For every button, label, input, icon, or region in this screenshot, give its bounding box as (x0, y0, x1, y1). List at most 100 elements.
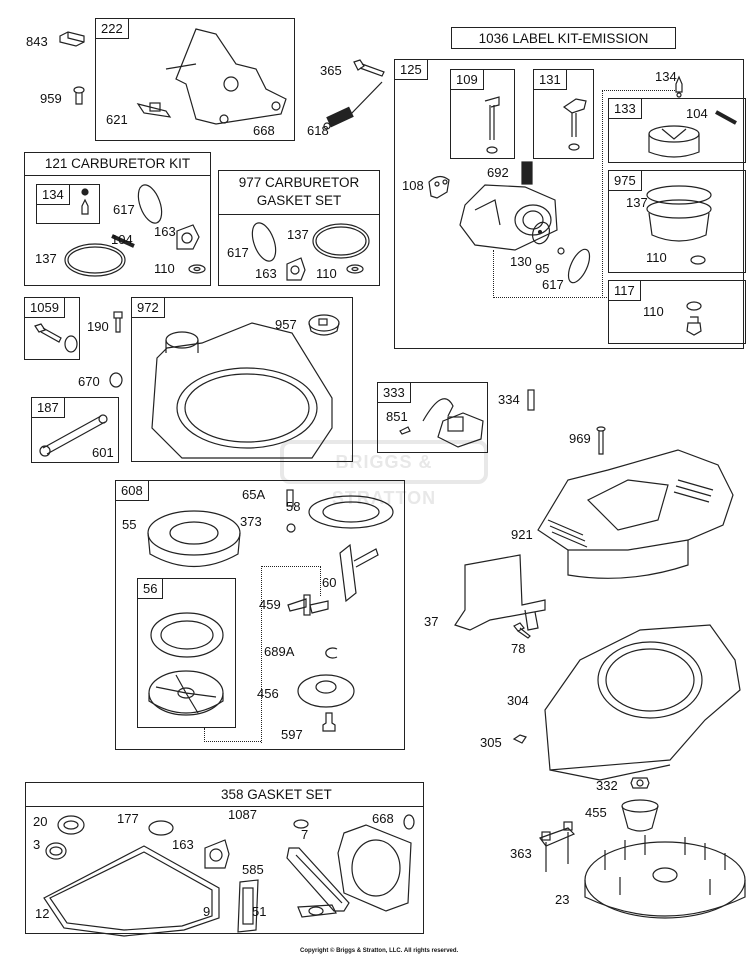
part-label-134[interactable]: 134 (655, 69, 677, 84)
part-label-304[interactable]: 304 (507, 693, 529, 708)
part-label-601[interactable]: 601 (92, 445, 114, 460)
part-label-668[interactable]: 668 (253, 123, 275, 138)
float-icon (648, 125, 700, 158)
part-label-177[interactable]: 177 (117, 811, 139, 826)
part-label-95[interactable]: 95 (535, 261, 550, 276)
part-label-969[interactable]: 969 (569, 431, 591, 446)
part-label-37[interactable]: 37 (424, 614, 439, 629)
part-label-137[interactable]: 137 (287, 227, 309, 242)
part-label-851[interactable]: 851 (386, 409, 408, 424)
part-label-3[interactable]: 3 (33, 837, 41, 852)
part-label-110[interactable]: 110 (154, 261, 175, 276)
dotted-leader (261, 566, 321, 743)
part-label-55[interactable]: 55 (122, 517, 137, 532)
group-977-carburetor-gasket-set: 977 CARBURETOR GASKET SET (218, 170, 380, 286)
part-label-110[interactable]: 110 (646, 250, 667, 265)
group-tag[interactable]: 56 (138, 579, 164, 599)
group-tag[interactable]: 975 (609, 171, 642, 191)
group-tag[interactable]: 117 (609, 281, 641, 301)
part-label-104[interactable]: 104 (111, 232, 133, 247)
part-label-7[interactable]: 7 (301, 827, 309, 842)
bolt-icon (353, 59, 385, 77)
diaphragm-130-icon (531, 221, 551, 245)
part-label-130[interactable]: 130 (510, 254, 532, 269)
part-label-108[interactable]: 108 (402, 178, 424, 193)
part-label-163[interactable]: 163 (172, 837, 194, 852)
group-tag[interactable]: 972 (132, 298, 165, 318)
part-label-363[interactable]: 363 (510, 846, 532, 861)
part-label-305[interactable]: 305 (480, 735, 502, 750)
float-needle-icon (81, 188, 89, 215)
washer-110-icon (690, 255, 706, 265)
part-label-137[interactable]: 137 (35, 251, 57, 266)
oil-seal-20-icon (57, 815, 85, 835)
part-label-110[interactable]: 110 (316, 266, 337, 281)
part-label-373[interactable]: 373 (240, 514, 262, 529)
part-label-617[interactable]: 617 (227, 245, 249, 260)
subgroup-131-choke-shaft: 131 (533, 69, 594, 159)
part-label-585[interactable]: 585 (242, 862, 264, 877)
part-label-163[interactable]: 163 (255, 266, 277, 281)
part-label-1087[interactable]: 1087 (228, 807, 257, 822)
part-label-104[interactable]: 104 (686, 106, 708, 121)
part-label-20[interactable]: 20 (33, 814, 48, 829)
part-label-12[interactable]: 12 (35, 906, 50, 921)
subgroup-975-float-bowl: 975 (608, 170, 746, 273)
bolt-washer-icon (34, 323, 78, 353)
part-label-843[interactable]: 843 (26, 34, 48, 49)
subgroup-109-throttle-shaft: 109 (450, 69, 515, 159)
group-1036-label-kit-emission: 1036 LABEL KIT-EMISSION (451, 27, 676, 49)
starter-handle-icon (339, 543, 379, 603)
blower-shield-37-icon (454, 554, 546, 631)
part-label-689a[interactable]: 689A (264, 644, 295, 659)
part-label-51[interactable]: 51 (252, 904, 267, 919)
part-label-365[interactable]: 365 (320, 63, 342, 78)
governor-spring-icon (323, 81, 383, 130)
group-title: 1036 LABEL KIT-EMISSION (478, 31, 649, 46)
part-label-190[interactable]: 190 (87, 319, 109, 334)
group-tag[interactable]: 134 (37, 185, 70, 205)
part-label-78[interactable]: 78 (511, 641, 526, 656)
group-tag[interactable]: 608 (116, 481, 149, 501)
part-label-137[interactable]: 137 (626, 195, 648, 210)
gasket-585-icon (286, 847, 350, 912)
engine-cover-icon (537, 449, 734, 579)
gasket-9-icon (237, 879, 259, 933)
part-label-618[interactable]: 618 (307, 123, 329, 138)
part-label-597[interactable]: 597 (281, 727, 303, 742)
part-label-455[interactable]: 455 (585, 805, 607, 820)
part-label-58[interactable]: 58 (286, 499, 301, 514)
part-label-65a[interactable]: 65A (242, 487, 266, 502)
group-tag[interactable]: 133 (609, 99, 642, 119)
part-label-670[interactable]: 670 (78, 374, 100, 389)
group-tag[interactable]: 109 (451, 70, 484, 90)
screw-597-icon (322, 712, 336, 732)
part-label-456[interactable]: 456 (257, 686, 279, 701)
group-tag[interactable]: 1059 (25, 298, 65, 318)
part-label-60[interactable]: 60 (322, 575, 337, 590)
part-label-110[interactable]: 110 (643, 304, 664, 319)
group-tag[interactable]: 333 (378, 383, 411, 403)
part-label-617[interactable]: 617 (542, 277, 564, 292)
part-label-9[interactable]: 9 (203, 904, 211, 919)
part-label-921[interactable]: 921 (511, 527, 533, 542)
part-label-163[interactable]: 163 (154, 224, 176, 239)
group-tag[interactable]: 125 (395, 60, 428, 80)
part-label-617[interactable]: 617 (113, 202, 135, 217)
part-label-668[interactable]: 668 (372, 811, 394, 826)
part-label-332[interactable]: 332 (596, 778, 618, 793)
part-label-957[interactable]: 957 (275, 317, 297, 332)
bolt-78-icon (513, 622, 531, 639)
o-ring-617-icon (567, 248, 591, 284)
part-label-959[interactable]: 959 (40, 91, 62, 106)
part-label-692[interactable]: 692 (487, 165, 509, 180)
part-label-23[interactable]: 23 (555, 892, 570, 907)
part-label-334[interactable]: 334 (498, 392, 520, 407)
group-tag[interactable]: 222 (96, 19, 129, 39)
part-label-459[interactable]: 459 (259, 597, 281, 612)
group-tag[interactable]: 131 (534, 70, 567, 90)
spring-692-icon (521, 161, 533, 185)
group-tag[interactable]: 187 (32, 398, 65, 418)
screw-190-icon (113, 311, 123, 333)
part-label-621[interactable]: 621 (106, 112, 128, 127)
